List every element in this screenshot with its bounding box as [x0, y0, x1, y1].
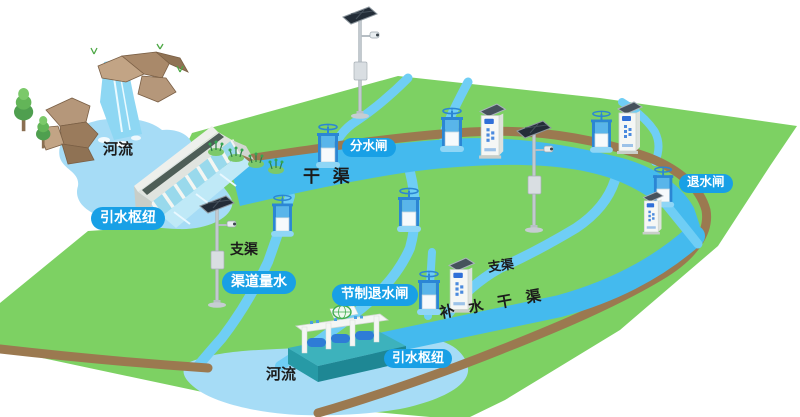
main-canal-water — [230, 138, 700, 238]
label-main-canal: 干 渠 — [303, 167, 354, 186]
intake-hub-icon — [288, 304, 406, 382]
lower-bank — [0, 344, 213, 373]
dam-icon — [134, 126, 254, 228]
label-branch-canal-upper: 支渠 — [230, 241, 258, 257]
label-pill-diversion-hub-bottom: 引水枢纽 — [384, 349, 453, 369]
label-pill-diversion-hub-top: 引水枢纽 — [91, 207, 165, 230]
label-river-bottom: 河流 — [266, 366, 297, 383]
label-pill-control-drain-gate: 节制退水闸 — [332, 284, 418, 306]
tree-icon — [14, 88, 34, 132]
label-river-top: 河流 — [103, 141, 134, 158]
label-pill-division-gate: 分水闸 — [342, 138, 396, 157]
label-pill-drain-gate: 退水闸 — [679, 174, 733, 193]
supply-canal-water — [369, 225, 705, 355]
waterfall-icon — [37, 43, 189, 165]
label-pill-channel-metering: 渠道量水 — [222, 271, 296, 294]
